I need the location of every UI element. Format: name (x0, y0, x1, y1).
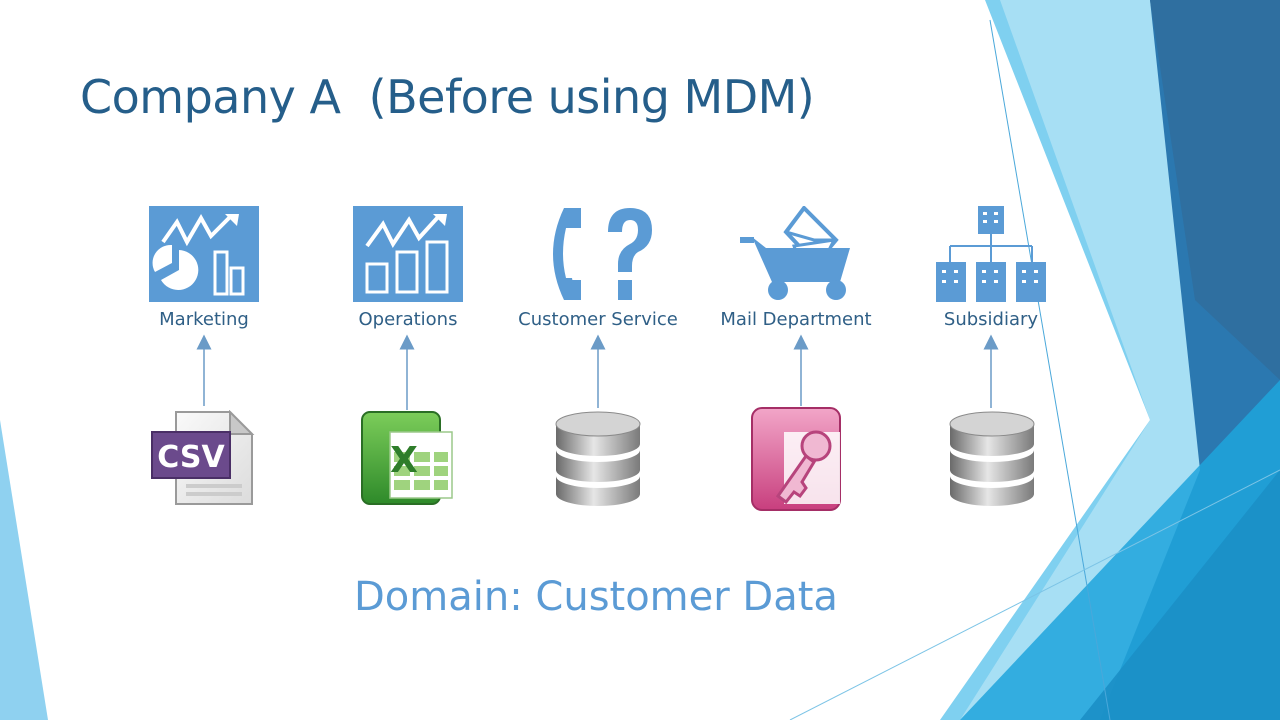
thin-line-1 (989, 19, 1111, 720)
database-icon (555, 411, 641, 506)
excel-x-text: X (390, 440, 418, 481)
chart-pie-icon (149, 206, 259, 302)
label-subsidiary: Subsidiary (943, 309, 1039, 330)
mail-cart-icon (740, 206, 850, 300)
csv-text: CSV (157, 440, 225, 475)
label-operations: Operations (358, 309, 458, 330)
label-marketing: Marketing (159, 309, 249, 330)
phone-question-icon (553, 208, 652, 300)
org-chart-icon (936, 206, 1046, 302)
right-bottom-deep-shape (1080, 470, 1280, 720)
chart-bar-icon (353, 206, 463, 302)
slide-title: Company A (Before using MDM) (80, 70, 815, 124)
left-accent-shape (0, 420, 48, 720)
excel-file-icon: X (361, 411, 453, 505)
label-mail-department: Mail Department (720, 309, 872, 330)
right-top-dark-shape (1150, 0, 1280, 380)
domain-caption: Domain: Customer Data (354, 574, 838, 620)
access-file-icon (751, 407, 841, 511)
thin-line-2 (789, 469, 1280, 720)
label-customer-service: Customer Service (518, 309, 678, 330)
csv-file-icon: CSV (151, 410, 255, 505)
database-icon (949, 411, 1035, 506)
